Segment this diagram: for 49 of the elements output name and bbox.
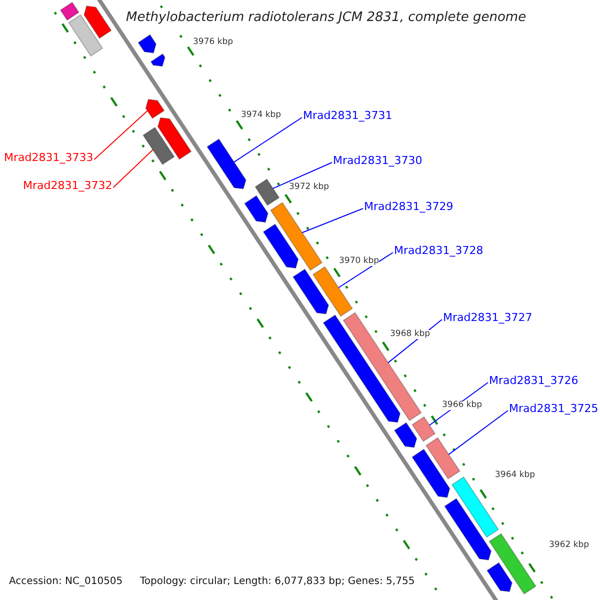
scale-label: 3968 kbp: [390, 330, 430, 338]
leader-line: [94, 110, 148, 160]
gene-bar: [138, 34, 157, 54]
gene-label: Mrad2831_3733: [4, 152, 94, 163]
genome-info-note: Topology: circular; Length: 6,077,833 bp; Genes: 5,755: [140, 577, 415, 587]
gene-bar: [142, 126, 175, 166]
gene-bar: [60, 2, 80, 21]
gene-bar: [412, 448, 450, 498]
scale-label: 3970 kbp: [339, 257, 380, 266]
leader-line: [338, 252, 394, 288]
gene-bar: [425, 437, 460, 480]
gene-label: Mrad2831_3728: [394, 245, 484, 256]
gene-bar: [206, 138, 246, 190]
gene-bar: [145, 98, 165, 119]
gene-bar: [292, 268, 330, 314]
gene-bar: [444, 498, 492, 561]
leader-line: [272, 162, 332, 189]
gene-label: Mrad2831_3726: [489, 375, 578, 386]
leader-line: [234, 117, 302, 163]
gene-bar: [488, 533, 536, 595]
gene-label: Mrad2831_3725: [509, 403, 598, 414]
scale-label: 3964 kbp: [495, 471, 536, 480]
gene-bar: [451, 476, 500, 538]
scale-label: 3976 kbp: [193, 38, 234, 46]
gene-label: Mrad2831_3732: [23, 180, 112, 191]
gene-bar: [312, 266, 353, 317]
gene-label: Mrad2831_3729: [364, 201, 454, 212]
scale-label: 3974 kbp: [241, 111, 282, 120]
gene-bar: [394, 422, 418, 448]
gene-bar: [84, 5, 112, 39]
gene-bar: [244, 195, 268, 223]
scale-label: 3966 kbp: [442, 401, 482, 410]
gene-bar: [254, 178, 280, 206]
gene-label: Mrad2831_3731: [303, 110, 392, 121]
gene-bar: [412, 416, 436, 442]
gene-bar: [270, 202, 323, 271]
leader-line: [112, 149, 154, 188]
leader-line: [302, 208, 364, 234]
accession-note: Accession: NC_010505: [9, 577, 123, 587]
gene-bar: [150, 53, 166, 67]
scale-label: 3972 kbp: [289, 183, 330, 192]
leader-line: [448, 410, 508, 455]
gene-label: Mrad2831_3730: [333, 155, 422, 166]
gene-label: Mrad2831_3727: [443, 312, 532, 323]
scale-label: 3962 kbp: [549, 541, 590, 550]
gene-bar: [486, 562, 513, 592]
gene-bar: [157, 117, 192, 160]
gene-bar: [262, 224, 299, 269]
gene-bar: [68, 14, 104, 57]
